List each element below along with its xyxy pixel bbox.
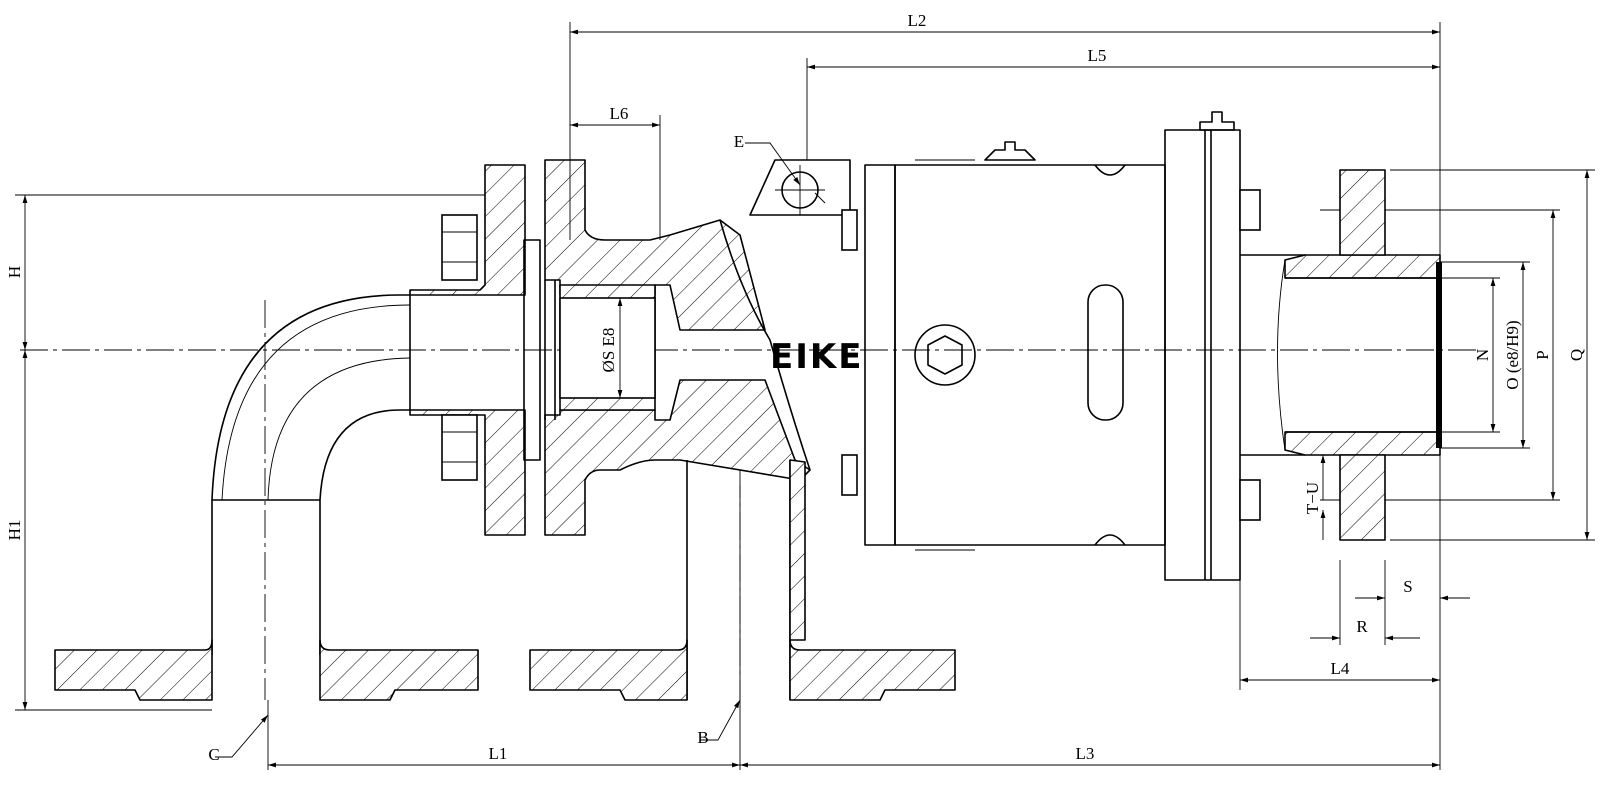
label-l1: L1 [489, 744, 508, 763]
elbow-inner-wall [319, 409, 410, 655]
dimension-lines [15, 22, 1595, 770]
left-pipe-flange [409, 164, 541, 536]
left-foot-flange-left [54, 639, 213, 701]
label-r: R [1356, 617, 1368, 636]
small-bolt-lower [841, 454, 858, 496]
left-flange-lower [409, 409, 526, 536]
leader-e [745, 142, 801, 186]
grease-nipple-housing [984, 141, 1036, 161]
leader-c [215, 714, 269, 758]
label-h: H [5, 266, 24, 278]
small-bolt-upper [841, 209, 858, 251]
label-p: P [1533, 350, 1552, 359]
elbow-pipe [211, 294, 411, 655]
label-n: N [1473, 349, 1492, 361]
label-s-fit: ØS E8 [599, 328, 618, 373]
housing-cylinder [894, 164, 1166, 546]
housing-end-plate [864, 164, 896, 546]
right-shaft [1240, 169, 1442, 541]
label-l2: L2 [908, 11, 927, 30]
label-s: S [1403, 577, 1412, 596]
label-o-fit: O (e8/H9) [1503, 320, 1522, 389]
left-foot-flange-right [319, 639, 479, 701]
center-foot-flange-left [529, 639, 688, 701]
label-l5: L5 [1088, 46, 1107, 65]
bolt-head-lower-left [441, 414, 478, 481]
housing-notch-bottom [1094, 534, 1126, 546]
end-flange-lower [1339, 454, 1386, 541]
left-flange-upper [409, 164, 526, 296]
callout-e: E [734, 132, 744, 151]
bolt-head-upper-left [441, 214, 478, 281]
shaft-break [1277, 259, 1286, 451]
elbow-mid-line [267, 357, 411, 501]
port-b-wall-section [789, 459, 806, 641]
rotor-flange-body [1164, 129, 1241, 581]
label-q: Q [1567, 349, 1586, 361]
housing-lower-section [544, 379, 811, 536]
pivot-lug-body [749, 159, 851, 216]
leader-b [700, 699, 741, 741]
end-flange-upper [1339, 169, 1386, 256]
shaft-sleeve-upper [1284, 254, 1441, 279]
center-foot-flange-right [789, 639, 956, 701]
hex-plug-icon [927, 335, 963, 375]
brand-mark: EIKE [770, 337, 863, 377]
grease-nipple-flange [1199, 111, 1235, 131]
label-l3: L3 [1076, 744, 1095, 763]
callout-b: B [697, 728, 708, 747]
label-l6: L6 [610, 104, 629, 123]
break-line [719, 219, 811, 471]
bushing-bore [559, 297, 656, 399]
flange-bolt-lower [1239, 479, 1261, 521]
housing-slot [1087, 284, 1124, 421]
elbow-outer-hidden [221, 304, 411, 501]
shaft-end-face [1436, 262, 1442, 448]
pivot-lug [749, 159, 858, 496]
rotary-housing [864, 141, 1166, 551]
shaft-sleeve-lower [1284, 431, 1441, 456]
label-h1: H1 [5, 520, 24, 541]
label-l4: L4 [1331, 659, 1350, 678]
label-t-u: T−U [1303, 482, 1322, 514]
labels: EIKE L2 L5 L6 L1 L3 L4 S R H H1 T−U N O … [5, 11, 1586, 764]
gasket [523, 239, 541, 461]
housing-section [544, 159, 811, 536]
elbow-outer-wall [211, 294, 410, 655]
hex-plug-outer [914, 324, 976, 386]
port-b [529, 459, 956, 701]
rotor-flange [1164, 111, 1261, 581]
flange-bolt-upper [1239, 189, 1261, 231]
callout-c: C [208, 745, 219, 764]
housing-notch-top [1094, 164, 1126, 176]
